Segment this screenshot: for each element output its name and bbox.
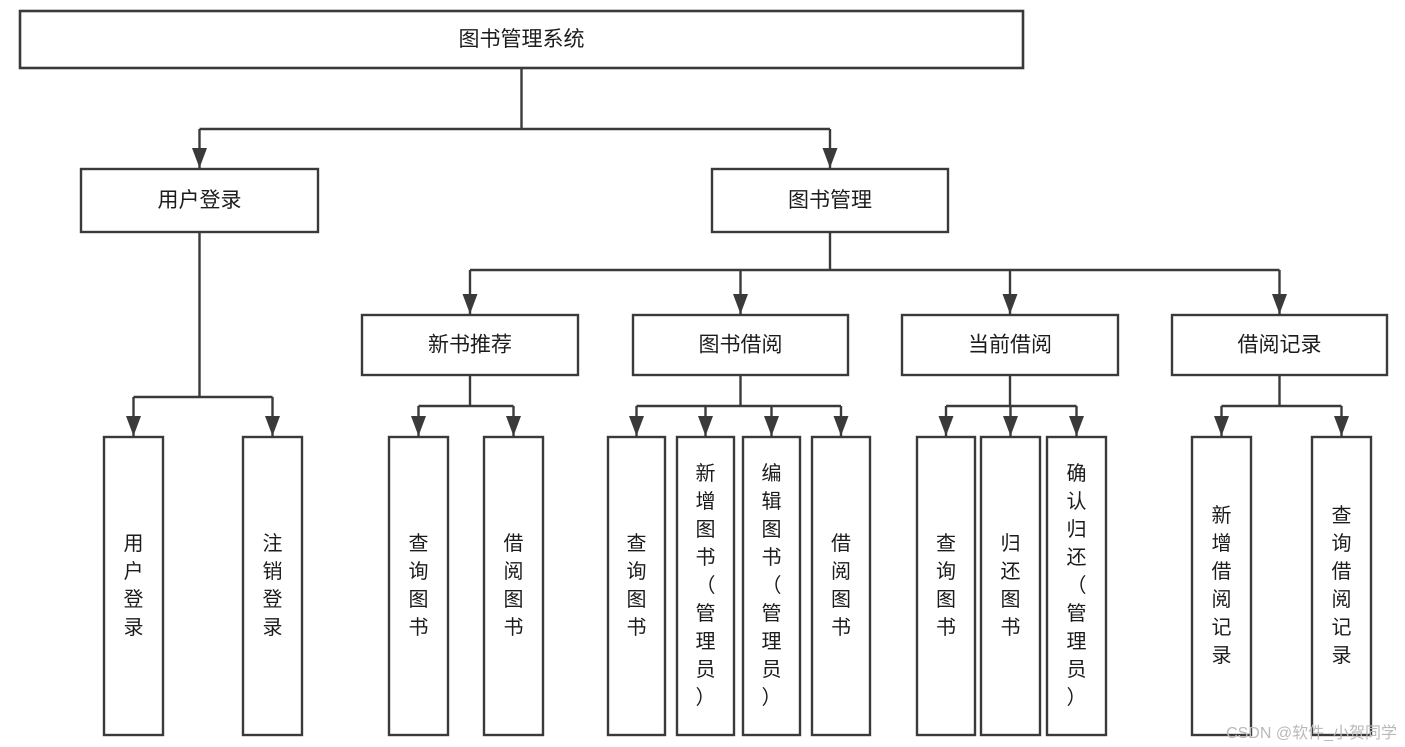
node-label: 借阅记录 bbox=[1238, 334, 1322, 357]
node-label: 用户登录 bbox=[158, 189, 242, 212]
arrow-head-icon bbox=[462, 294, 478, 314]
connector-layer bbox=[126, 68, 1349, 436]
arrow-head-icon bbox=[1334, 416, 1349, 436]
node-label: 新书推荐 bbox=[428, 334, 512, 357]
node-label: 新增借阅记录 bbox=[1212, 504, 1232, 667]
node-label: 查询图书 bbox=[936, 532, 956, 639]
arrow-head-icon bbox=[506, 416, 521, 436]
node-leaf-用户登录[interactable]: 用户登录 bbox=[102, 435, 165, 737]
node-leaf-新增图书管理员[interactable]: 新增图书（管理员） bbox=[675, 435, 736, 737]
node-label: 注销登录 bbox=[263, 532, 283, 639]
node-box bbox=[979, 435, 1042, 737]
node-box bbox=[631, 313, 850, 377]
node-box bbox=[1310, 435, 1373, 737]
node-box bbox=[79, 167, 320, 234]
node-label: 确认归还（管理员） bbox=[1067, 462, 1087, 709]
node-leaf-新增借阅记录[interactable]: 新增借阅记录 bbox=[1190, 435, 1253, 737]
node-leaf-借阅图书[interactable]: 借阅图书 bbox=[810, 435, 872, 737]
node-level3-当前借阅[interactable]: 当前借阅 bbox=[900, 313, 1120, 377]
node-box bbox=[387, 435, 450, 737]
node-box bbox=[710, 167, 950, 234]
node-label: 编辑图书（管理员） bbox=[762, 462, 782, 709]
node-box bbox=[241, 435, 304, 737]
node-layer: 图书管理系统用户登录图书管理新书推荐图书借阅当前借阅借阅记录用户登录注销登录查询… bbox=[18, 9, 1389, 737]
arrow-head-icon bbox=[629, 416, 644, 436]
node-label: 查询图书 bbox=[627, 532, 647, 639]
node-level2-图书管理[interactable]: 图书管理 bbox=[710, 167, 950, 234]
node-leaf-确认归还管理员[interactable]: 确认归还（管理员） bbox=[1045, 435, 1108, 737]
node-leaf-编辑图书管理员[interactable]: 编辑图书（管理员） bbox=[741, 435, 802, 737]
node-level2-用户登录[interactable]: 用户登录 bbox=[79, 167, 320, 234]
node-box bbox=[741, 435, 802, 737]
node-box bbox=[900, 313, 1120, 377]
arrow-head-icon bbox=[1214, 416, 1229, 436]
node-leaf-查询图书[interactable]: 查询图书 bbox=[606, 435, 667, 737]
arrow-head-icon bbox=[833, 416, 849, 436]
arrow-head-icon bbox=[822, 148, 838, 168]
watermark-label: CSDN @软件_小贺同学 bbox=[1226, 725, 1397, 742]
node-box bbox=[482, 435, 545, 737]
node-leaf-查询图书[interactable]: 查询图书 bbox=[387, 435, 450, 737]
node-label: 图书管理 bbox=[788, 189, 872, 212]
node-leaf-注销登录[interactable]: 注销登录 bbox=[241, 435, 304, 737]
node-label: 当前借阅 bbox=[968, 334, 1052, 357]
node-label: 查询借阅记录 bbox=[1332, 504, 1352, 667]
node-box bbox=[1045, 435, 1108, 737]
node-box bbox=[606, 435, 667, 737]
node-label: 图书管理系统 bbox=[459, 28, 585, 51]
arrow-head-icon bbox=[1002, 294, 1018, 314]
arrow-head-icon bbox=[1069, 416, 1084, 436]
arrow-head-icon bbox=[411, 416, 426, 436]
node-label: 查询图书 bbox=[409, 532, 429, 639]
node-root-图书管理系统[interactable]: 图书管理系统 bbox=[18, 9, 1025, 70]
node-label: 归还图书 bbox=[1001, 532, 1021, 639]
arrow-head-icon bbox=[733, 294, 748, 314]
node-box bbox=[1190, 435, 1253, 737]
node-leaf-查询借阅记录[interactable]: 查询借阅记录 bbox=[1310, 435, 1373, 737]
node-label: 新增图书（管理员） bbox=[696, 462, 716, 709]
arrow-head-icon bbox=[764, 416, 779, 436]
node-box bbox=[675, 435, 736, 737]
arrow-head-icon bbox=[698, 416, 713, 436]
arrow-head-icon bbox=[1003, 416, 1018, 436]
node-label: 借阅图书 bbox=[831, 532, 851, 639]
node-box bbox=[915, 435, 977, 737]
node-leaf-借阅图书[interactable]: 借阅图书 bbox=[482, 435, 545, 737]
node-box bbox=[18, 9, 1025, 70]
node-box bbox=[1170, 313, 1389, 377]
arrow-head-icon bbox=[1272, 294, 1287, 314]
node-box bbox=[810, 435, 872, 737]
node-box bbox=[102, 435, 165, 737]
arrow-head-icon bbox=[938, 416, 954, 436]
node-level3-借阅记录[interactable]: 借阅记录 bbox=[1170, 313, 1389, 377]
arrow-head-icon bbox=[192, 148, 207, 168]
node-level3-图书借阅[interactable]: 图书借阅 bbox=[631, 313, 850, 377]
node-leaf-归还图书[interactable]: 归还图书 bbox=[979, 435, 1042, 737]
node-leaf-查询图书[interactable]: 查询图书 bbox=[915, 435, 977, 737]
arrow-head-icon bbox=[265, 416, 280, 436]
node-label: 借阅图书 bbox=[504, 532, 524, 639]
arrow-head-icon bbox=[126, 416, 141, 436]
node-label: 图书借阅 bbox=[699, 334, 783, 357]
node-level3-新书推荐[interactable]: 新书推荐 bbox=[360, 313, 580, 377]
node-label: 用户登录 bbox=[124, 533, 144, 639]
node-box bbox=[360, 313, 580, 377]
